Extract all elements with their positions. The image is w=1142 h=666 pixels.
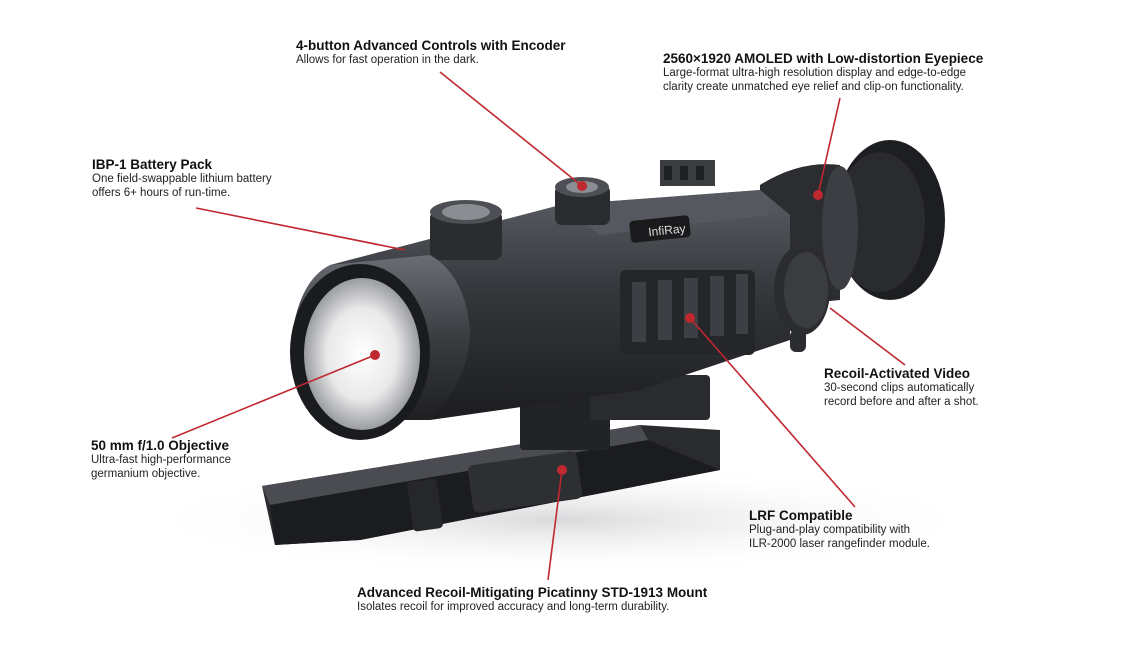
callout-battery: IBP-1 Battery Pack One field-swappable l…	[92, 157, 272, 200]
callout-title: Recoil-Activated Video	[824, 366, 971, 381]
callout-desc: record before and after a shot.	[824, 395, 979, 408]
callout-lrf: LRF Compatible Plug-and-play compatibili…	[749, 508, 930, 551]
callout-title: 50 mm f/1.0 Objective	[91, 438, 230, 453]
callout-desc: One field-swappable lithium battery	[92, 173, 272, 185]
leader-controls	[439, 71, 583, 187]
leader-dot-controls	[577, 181, 587, 191]
callout-controls: 4-button Advanced Controls with Encoder …	[296, 38, 566, 68]
callout-desc: ILR-2000 laser rangefinder module.	[749, 537, 930, 550]
callout-desc: Plug-and-play compatibility with	[749, 524, 911, 536]
callout-mount: Advanced Recoil-Mitigating Picatinny STD…	[357, 585, 707, 615]
callout-objective: 50 mm f/1.0 Objective Ultra-fast high-pe…	[91, 438, 231, 481]
leader-objective	[171, 354, 376, 439]
callout-desc: 30-second clips automatically	[824, 382, 975, 394]
callout-desc: germanium objective.	[91, 467, 201, 480]
callout-desc: Isolates recoil for improved accuracy an…	[357, 601, 670, 613]
callout-desc: offers 6+ hours of run-time.	[92, 186, 231, 199]
leader-dot-mount	[557, 465, 567, 475]
leader-display	[817, 97, 841, 196]
leader-dot-display	[813, 190, 823, 200]
callout-title: 4-button Advanced Controls with Encoder	[296, 38, 566, 53]
leader-dot-lrf	[685, 313, 695, 323]
callout-display: 2560×1920 AMOLED with Low-distortion Eye…	[663, 51, 983, 94]
callout-title: Advanced Recoil-Mitigating Picatinny STD…	[357, 585, 708, 600]
leader-lines	[171, 71, 906, 581]
callout-desc: Large-format ultra-high resolution displ…	[663, 67, 967, 79]
leader-lrf	[689, 317, 856, 508]
callout-desc: Ultra-fast high-performance	[91, 454, 231, 466]
brand-logo: InfiRay	[648, 221, 687, 239]
callout-desc: Allows for fast operation in the dark.	[296, 54, 479, 66]
leader-mount	[547, 469, 563, 581]
eyepiece-cap	[774, 245, 830, 352]
leader-dot-objective	[370, 350, 380, 360]
callout-title: IBP-1 Battery Pack	[92, 157, 213, 172]
leader-recoil-video	[829, 307, 906, 366]
callout-recoil-video: Recoil-Activated Video 30-second clips a…	[824, 366, 979, 409]
objective-lens	[290, 255, 470, 440]
callout-title: 2560×1920 AMOLED with Low-distortion Eye…	[663, 51, 984, 66]
callout-desc: clarity create unmatched eye relief and …	[663, 80, 964, 93]
leader-battery	[195, 207, 406, 251]
callout-title: LRF Compatible	[749, 508, 853, 523]
